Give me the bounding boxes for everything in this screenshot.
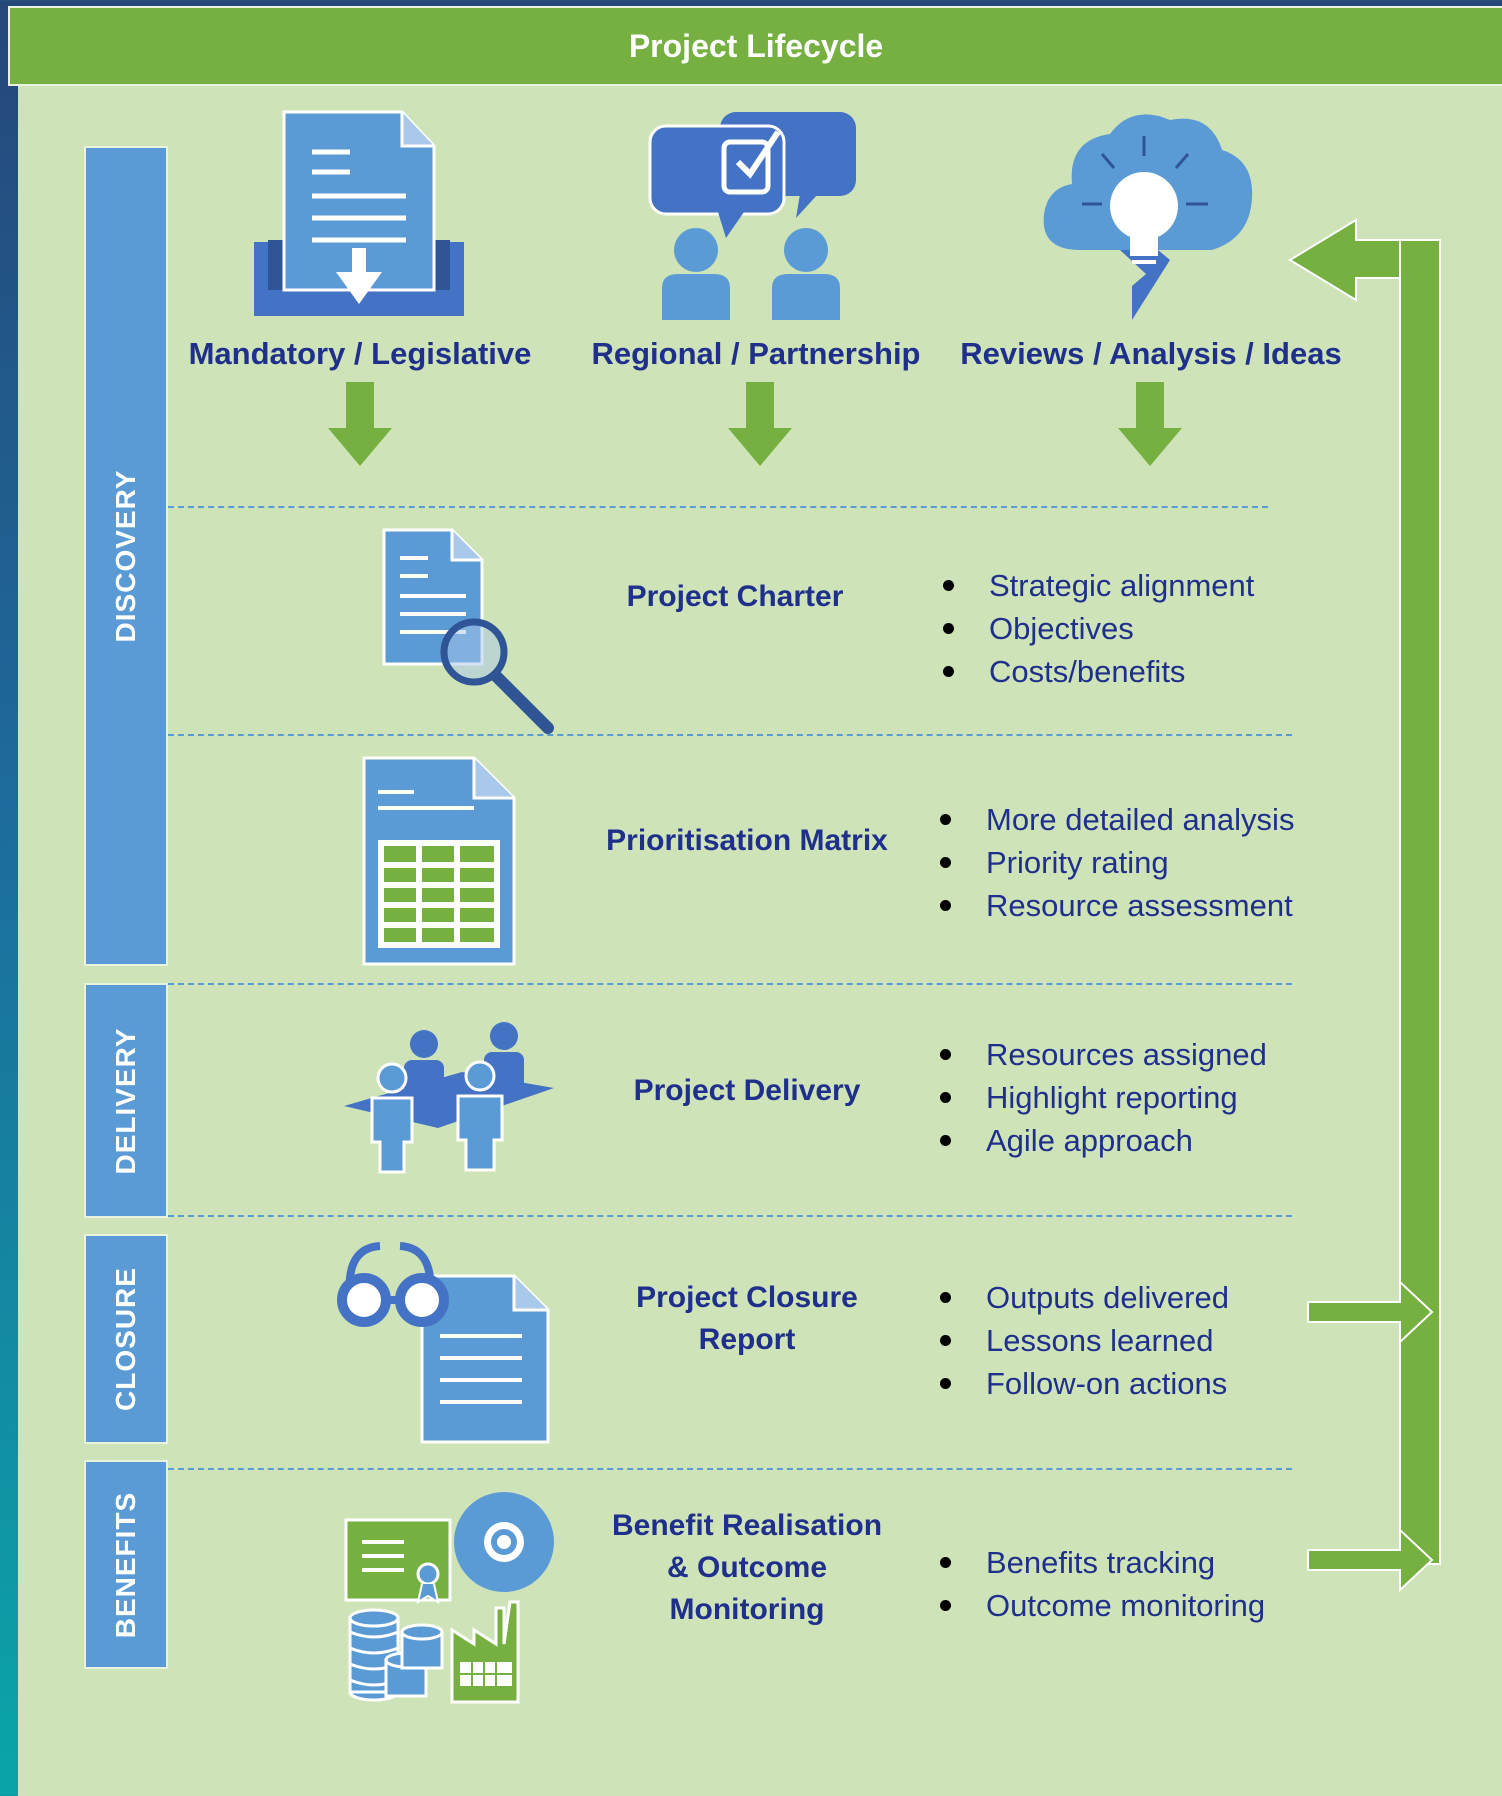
phase-label: BENEFITS [110,1491,141,1638]
title-bar: Project Lifecycle [8,6,1502,86]
list-item: Priority rating [932,841,1294,884]
list-item: Costs/benefits [935,650,1254,693]
stage-title-benefits: Benefit Realisation & Outcome Monitoring [611,1509,883,1626]
document-magnifier-icon [382,528,554,734]
spreadsheet-document-icon [362,756,516,966]
stage-title-charter: Project Charter [626,580,844,613]
list-item: Highlight reporting [932,1076,1267,1119]
list-item: Objectives [935,607,1254,650]
down-arrow-icon [328,382,392,466]
phase-bar-discovery: DISCOVERY [84,146,168,966]
separator [168,734,1292,736]
bullet-list-delivery: Resources assigned Highlight reporting A… [932,1033,1267,1162]
cloud-lightbulb-icon [1043,114,1253,320]
separator [168,1215,1292,1217]
separator [168,1468,1292,1470]
phase-label: DISCOVERY [110,469,141,643]
phase-bar-benefits: BENEFITS [84,1460,168,1669]
glasses-document-icon [337,1242,550,1444]
bullet-list-benefits: Benefits tracking Outcome monitoring [932,1541,1265,1627]
separator [168,983,1292,985]
phase-bar-closure: CLOSURE [84,1234,168,1444]
list-item: Benefits tracking [932,1541,1265,1584]
team-meeting-icon [344,1022,554,1174]
list-item: Outcome monitoring [932,1584,1265,1627]
page-title: Project Lifecycle [628,27,884,64]
list-item: Resources assigned [932,1033,1267,1076]
list-item: Outputs delivered [932,1276,1229,1319]
stage-title-prioritisation: Prioritisation Matrix [606,824,888,857]
certificate-disc-database-factory-icon [344,1492,554,1704]
feedback-loop-arrow [1288,218,1441,1593]
source-label-regional: Regional / Partnership [591,336,921,371]
separator [168,506,1268,508]
inbox-document-icon [254,110,464,316]
stage-title-delivery: Project Delivery [633,1074,861,1107]
stage-title-closure: Project Closure Report [636,1281,858,1356]
phase-label: CLOSURE [110,1267,141,1411]
bullet-list-closure: Outputs delivered Lessons learned Follow… [932,1276,1229,1405]
list-item: Agile approach [932,1119,1267,1162]
list-item: Follow-on actions [932,1362,1229,1405]
list-item: Strategic alignment [935,564,1254,607]
bullet-list-charter: Strategic alignment Objectives Costs/ben… [935,564,1254,693]
source-label-reviews: Reviews / Analysis / Ideas [960,336,1342,371]
bullet-list-prioritisation: More detailed analysis Priority rating R… [932,798,1294,927]
down-arrow-icon [1118,382,1182,466]
list-item: Lessons learned [932,1319,1229,1362]
phase-label: DELIVERY [110,1027,141,1174]
diagram-panel [18,86,1502,1796]
down-arrow-icon [728,382,792,466]
people-chat-icon [648,112,856,320]
phase-bar-delivery: DELIVERY [84,983,168,1218]
source-label-mandatory: Mandatory / Legislative [188,336,532,371]
list-item: Resource assessment [932,884,1294,927]
list-item: More detailed analysis [932,798,1294,841]
